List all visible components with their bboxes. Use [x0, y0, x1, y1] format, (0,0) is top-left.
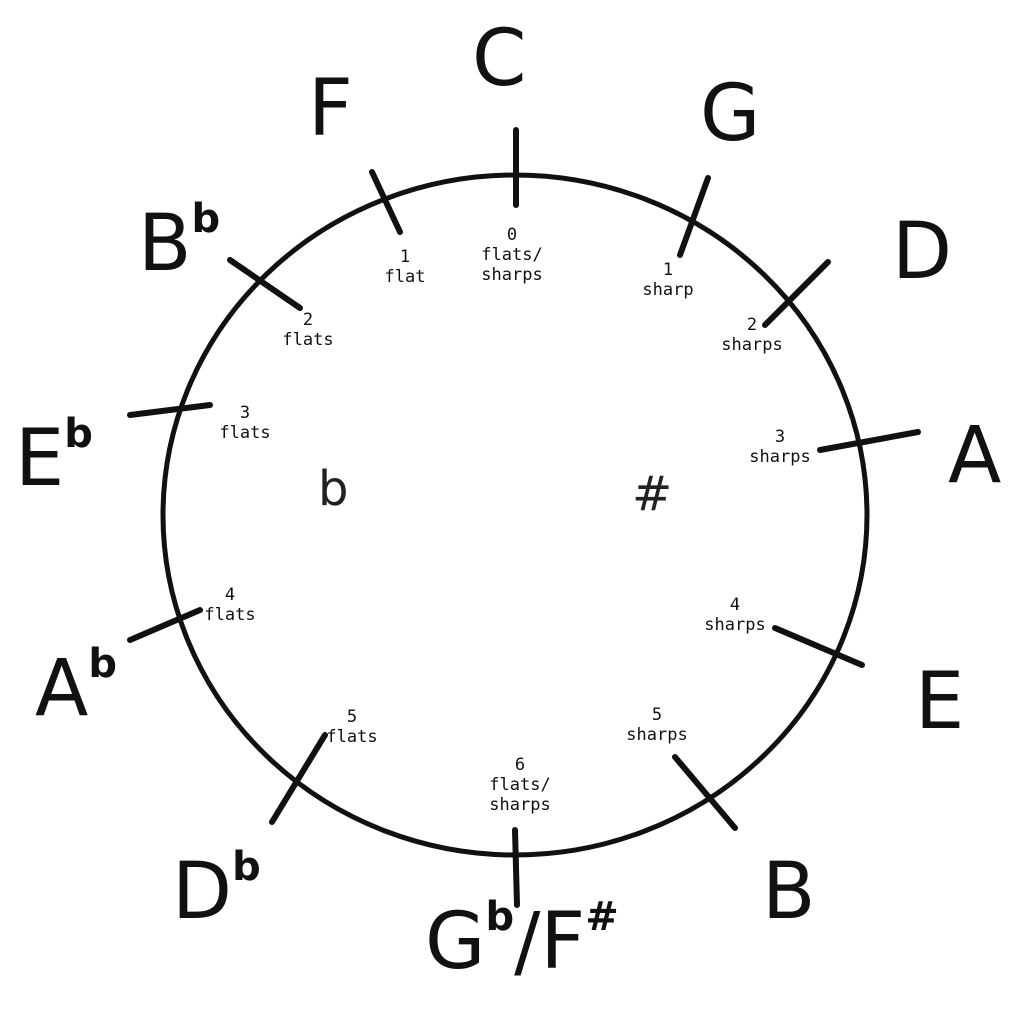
- key-label-bb: Bb: [138, 196, 220, 289]
- accidental-count-c: flats/: [481, 245, 542, 265]
- flat-side-symbol: b: [318, 461, 348, 517]
- accidental-count-bb: 2: [303, 310, 313, 330]
- accidental-count-g: sharp: [642, 280, 693, 300]
- key-letter: F: [308, 64, 353, 154]
- accidental-count-d: sharps: [721, 335, 782, 355]
- key-label-db: Db: [172, 844, 261, 937]
- accidental-count-b: sharps: [626, 725, 687, 745]
- key-label-eb: Eb: [15, 411, 93, 504]
- tick-mark-db: [269, 732, 328, 825]
- tick-mark-d: [762, 259, 831, 328]
- accidental-count-f: flat: [385, 267, 426, 287]
- accidental-count-f: 1: [400, 247, 410, 267]
- tick-mark-e: [772, 625, 865, 668]
- accidental-count-b: 5: [652, 705, 662, 725]
- accidental-count-eb: flats: [219, 423, 270, 443]
- key-label-a: A: [948, 411, 1001, 501]
- key-label-e: E: [915, 657, 964, 747]
- key-letter: G: [700, 69, 760, 159]
- key-label-b: B: [762, 847, 816, 937]
- accidental-count-db: 5: [347, 707, 357, 727]
- key-letter: B: [138, 199, 192, 289]
- accidental-count-g: 1: [663, 260, 673, 280]
- sharp-side-symbol: #: [632, 466, 672, 522]
- accidental-count-a: sharps: [749, 447, 810, 467]
- accidental-count-c: 0: [507, 225, 517, 245]
- tick-mark-b: [672, 754, 738, 831]
- key-letter: G: [425, 897, 485, 987]
- accidental-count-a: 3: [775, 427, 785, 447]
- tick-mark-bb: [227, 257, 303, 311]
- accidental-count-gb: flats/: [489, 775, 550, 795]
- key-letter: E: [15, 414, 64, 504]
- accidental-count-c: sharps: [481, 265, 542, 285]
- key-letter: B: [762, 847, 816, 937]
- flat-accidental: b: [232, 844, 261, 890]
- tick-mark-eb: [127, 402, 213, 418]
- key-letter: A: [948, 411, 1001, 501]
- accidental-count-db: flats: [326, 727, 377, 747]
- key-letter: A: [35, 644, 88, 734]
- tick-mark-f: [369, 169, 403, 235]
- key-label-d: D: [892, 207, 952, 297]
- tick-mark-ab: [127, 607, 203, 643]
- key-letter: E: [915, 657, 964, 747]
- flat-accidental: b: [64, 411, 93, 457]
- key-label-c: C: [472, 14, 526, 104]
- accidental-count-bb: flats: [282, 330, 333, 350]
- accidental-count-eb: 3: [240, 403, 250, 423]
- tick-mark-a: [817, 429, 921, 453]
- key-label-g: G: [700, 69, 760, 159]
- tick-mark-g: [677, 175, 711, 258]
- flat-accidental: b: [192, 196, 221, 242]
- accidental-count-ab: 4: [225, 585, 235, 605]
- accidental-count-gb: 6: [515, 755, 525, 775]
- key-label-ab: Ab: [35, 641, 117, 734]
- accidental-count-e: sharps: [704, 615, 765, 635]
- enharmonic-letter: /F: [514, 897, 585, 987]
- flat-accidental: b: [88, 641, 117, 687]
- accidental-count-d: 2: [747, 315, 757, 335]
- key-letter: C: [472, 14, 526, 104]
- key-label-f: F: [308, 64, 353, 154]
- flat-accidental: b: [485, 894, 514, 940]
- sharp-accidental: #: [585, 894, 619, 940]
- key-letter: D: [172, 847, 232, 937]
- tick-mark-gb: [512, 827, 520, 908]
- accidental-count-e: 4: [730, 595, 740, 615]
- key-label-gb: Gb/F#: [425, 894, 619, 987]
- accidental-count-ab: flats: [204, 605, 255, 625]
- key-letter: D: [892, 207, 952, 297]
- accidental-count-gb: sharps: [489, 795, 550, 815]
